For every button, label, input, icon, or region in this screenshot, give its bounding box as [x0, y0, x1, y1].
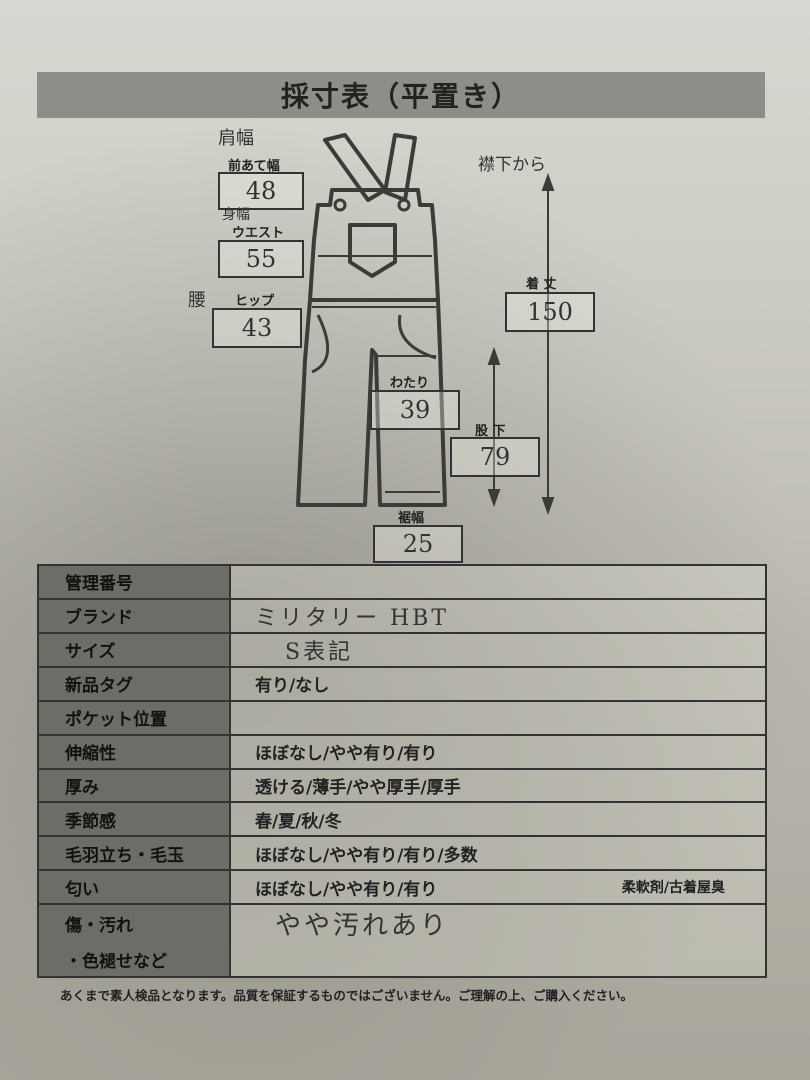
row-value	[229, 566, 765, 600]
row-value: 春/夏/秋/冬	[229, 803, 765, 838]
front-width-label: 前あて幅	[228, 159, 280, 174]
overalls-diagram	[296, 133, 555, 515]
inseam-box: 79	[450, 437, 540, 477]
hip-box: 43	[212, 308, 302, 348]
front-width-box: 48	[218, 172, 304, 210]
row-label: 管理番号	[39, 566, 229, 600]
thigh-box: 39	[370, 390, 460, 430]
hip-note: 腰	[188, 290, 206, 311]
length-note: 襟下から	[478, 155, 546, 175]
row-label: ・色褪せなど	[39, 942, 229, 976]
inseam-label: 股 下	[475, 424, 506, 439]
front-width-note: 肩幅	[218, 128, 254, 149]
row-value: 透ける/薄手/やや厚手/厚手	[229, 769, 765, 804]
bib-pocket	[348, 223, 397, 278]
sheet-title: 採寸表（平置き）	[37, 72, 765, 118]
row-value	[229, 942, 765, 976]
row-label: 厚み	[39, 769, 229, 804]
waist-box: 55	[218, 240, 304, 278]
row-value: ほぼなし/やや有り/有り	[229, 735, 765, 770]
disclaimer-text: あくまで素人検品となります。品質を保証するものではございません。ご理解の上、ご購…	[60, 988, 634, 1003]
row-value: ほぼなし/やや有り/有り/多数	[229, 837, 765, 872]
row-value: S表記	[229, 633, 765, 668]
row-value: ミリタリー HBT	[229, 599, 765, 634]
row-value: ほぼなし/やや有り/有り柔軟剤/古着屋臭	[229, 871, 765, 906]
hem-box: 25	[373, 525, 463, 563]
row-label: 傷・汚れ	[39, 905, 229, 943]
inspection-table: 管理番号 ブランド ミリタリー HBT サイズ S表記 新品タグ 有り/なし ポ…	[37, 564, 767, 978]
row-value: やや汚れあり	[229, 905, 765, 943]
waist-label: ウエスト	[232, 226, 285, 241]
row-label: サイズ	[39, 633, 229, 668]
thigh-label: わたり	[390, 376, 430, 391]
row-label: ブランド	[39, 599, 229, 634]
odor-extra: 柔軟剤/古着屋臭	[621, 880, 725, 897]
length-box: 150	[505, 292, 595, 332]
row-label: 毛羽立ち・毛玉	[39, 837, 229, 872]
row-label: 匂い	[39, 871, 229, 906]
row-label: 伸縮性	[39, 735, 229, 770]
hip-label: ヒップ	[235, 294, 275, 309]
length-label: 着 丈	[526, 277, 557, 292]
pocket-line-left	[311, 314, 330, 374]
bib	[308, 188, 440, 302]
row-label: ポケット位置	[39, 701, 229, 736]
row-label: 季節感	[39, 803, 229, 838]
row-value: 有り/なし	[229, 667, 765, 702]
waist-note: 身幅	[222, 207, 250, 223]
row-value	[229, 701, 765, 736]
pocket-line-right	[397, 314, 437, 360]
row-label: 新品タグ	[39, 667, 229, 702]
hem-label: 裾幅	[398, 511, 425, 526]
pants	[296, 298, 447, 507]
